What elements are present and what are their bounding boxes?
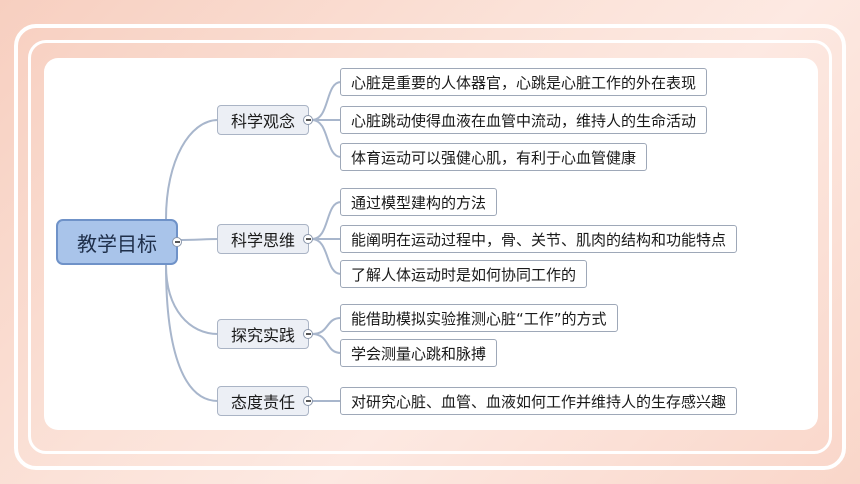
- leaf-label: 通过模型建构的方法: [351, 193, 487, 212]
- outer-frame: [14, 24, 846, 470]
- leaf-node[interactable]: 通过模型建构的方法: [340, 188, 498, 216]
- connector-b0-l0: [311, 81, 342, 121]
- branch-label: 探究实践: [230, 326, 295, 345]
- connector-root-b1: [177, 238, 219, 241]
- root-collapse-icon[interactable]: [172, 237, 182, 247]
- leaf-label: 能阐明在运动过程中，骨、关节、肌肉的结构和功能特点: [351, 230, 727, 249]
- connector-b2-l0: [311, 317, 342, 335]
- branch-node-attitude-responsibility[interactable]: 态度责任: [217, 386, 309, 416]
- leaf-node[interactable]: 心脏跳动使得血液在血管中流动，维持人的生命活动: [340, 106, 708, 134]
- leaf-node[interactable]: 心脏是重要的人体器官，心跳是心脏工作的外在表现: [340, 68, 708, 96]
- connector-root-b3: [165, 264, 219, 402]
- branch-node-science-thinking[interactable]: 科学思维: [217, 224, 309, 254]
- leaf-label: 能借助模拟实验推测心脏“工作”的方式: [351, 309, 607, 328]
- leaf-node[interactable]: 学会测量心跳和脉搏: [340, 339, 498, 367]
- leaf-label: 了解人体运动时是如何协同工作的: [351, 265, 577, 284]
- leaf-label: 学会测量心跳和脉搏: [351, 344, 487, 363]
- leaf-label: 心脏跳动使得血液在血管中流动，维持人的生命活动: [351, 111, 697, 130]
- connector-b0-l2: [311, 119, 342, 158]
- leaf-node[interactable]: 能阐明在运动过程中，骨、关节、肌肉的结构和功能特点: [340, 225, 738, 253]
- root-node[interactable]: 教学目标: [56, 219, 178, 265]
- leaf-node[interactable]: 了解人体运动时是如何协同工作的: [340, 260, 588, 288]
- branch-label: 科学观念: [230, 112, 295, 131]
- branch-node-inquiry-practice[interactable]: 探究实践: [217, 319, 309, 349]
- connector-root-b2: [165, 264, 219, 335]
- connector-b2-l1: [311, 333, 342, 354]
- branch-label: 态度责任: [230, 393, 295, 412]
- root-label: 教学目标: [77, 231, 157, 256]
- connector-b1-l0: [311, 201, 342, 240]
- branch-collapse-icon[interactable]: [303, 396, 313, 406]
- connector-b1-l2: [311, 238, 342, 275]
- branch-collapse-icon[interactable]: [303, 329, 313, 339]
- inner-frame: [28, 40, 832, 454]
- branch-node-science-concept[interactable]: 科学观念: [217, 105, 309, 135]
- connector-root-b0: [165, 119, 219, 220]
- branch-collapse-icon[interactable]: [303, 234, 313, 244]
- branch-collapse-icon[interactable]: [303, 115, 313, 125]
- leaf-node[interactable]: 体育运动可以强健心肌，有利于心血管健康: [340, 143, 648, 171]
- leaf-node[interactable]: 对研究心脏、血管、血液如何工作并维持人的生存感兴趣: [340, 387, 738, 415]
- leaf-label: 对研究心脏、血管、血液如何工作并维持人的生存感兴趣: [351, 392, 727, 411]
- branch-label: 科学思维: [230, 231, 295, 250]
- leaf-label: 体育运动可以强健心肌，有利于心血管健康: [351, 148, 637, 167]
- leaf-node[interactable]: 能借助模拟实验推测心脏“工作”的方式: [340, 304, 618, 332]
- leaf-label: 心脏是重要的人体器官，心跳是心脏工作的外在表现: [351, 73, 697, 92]
